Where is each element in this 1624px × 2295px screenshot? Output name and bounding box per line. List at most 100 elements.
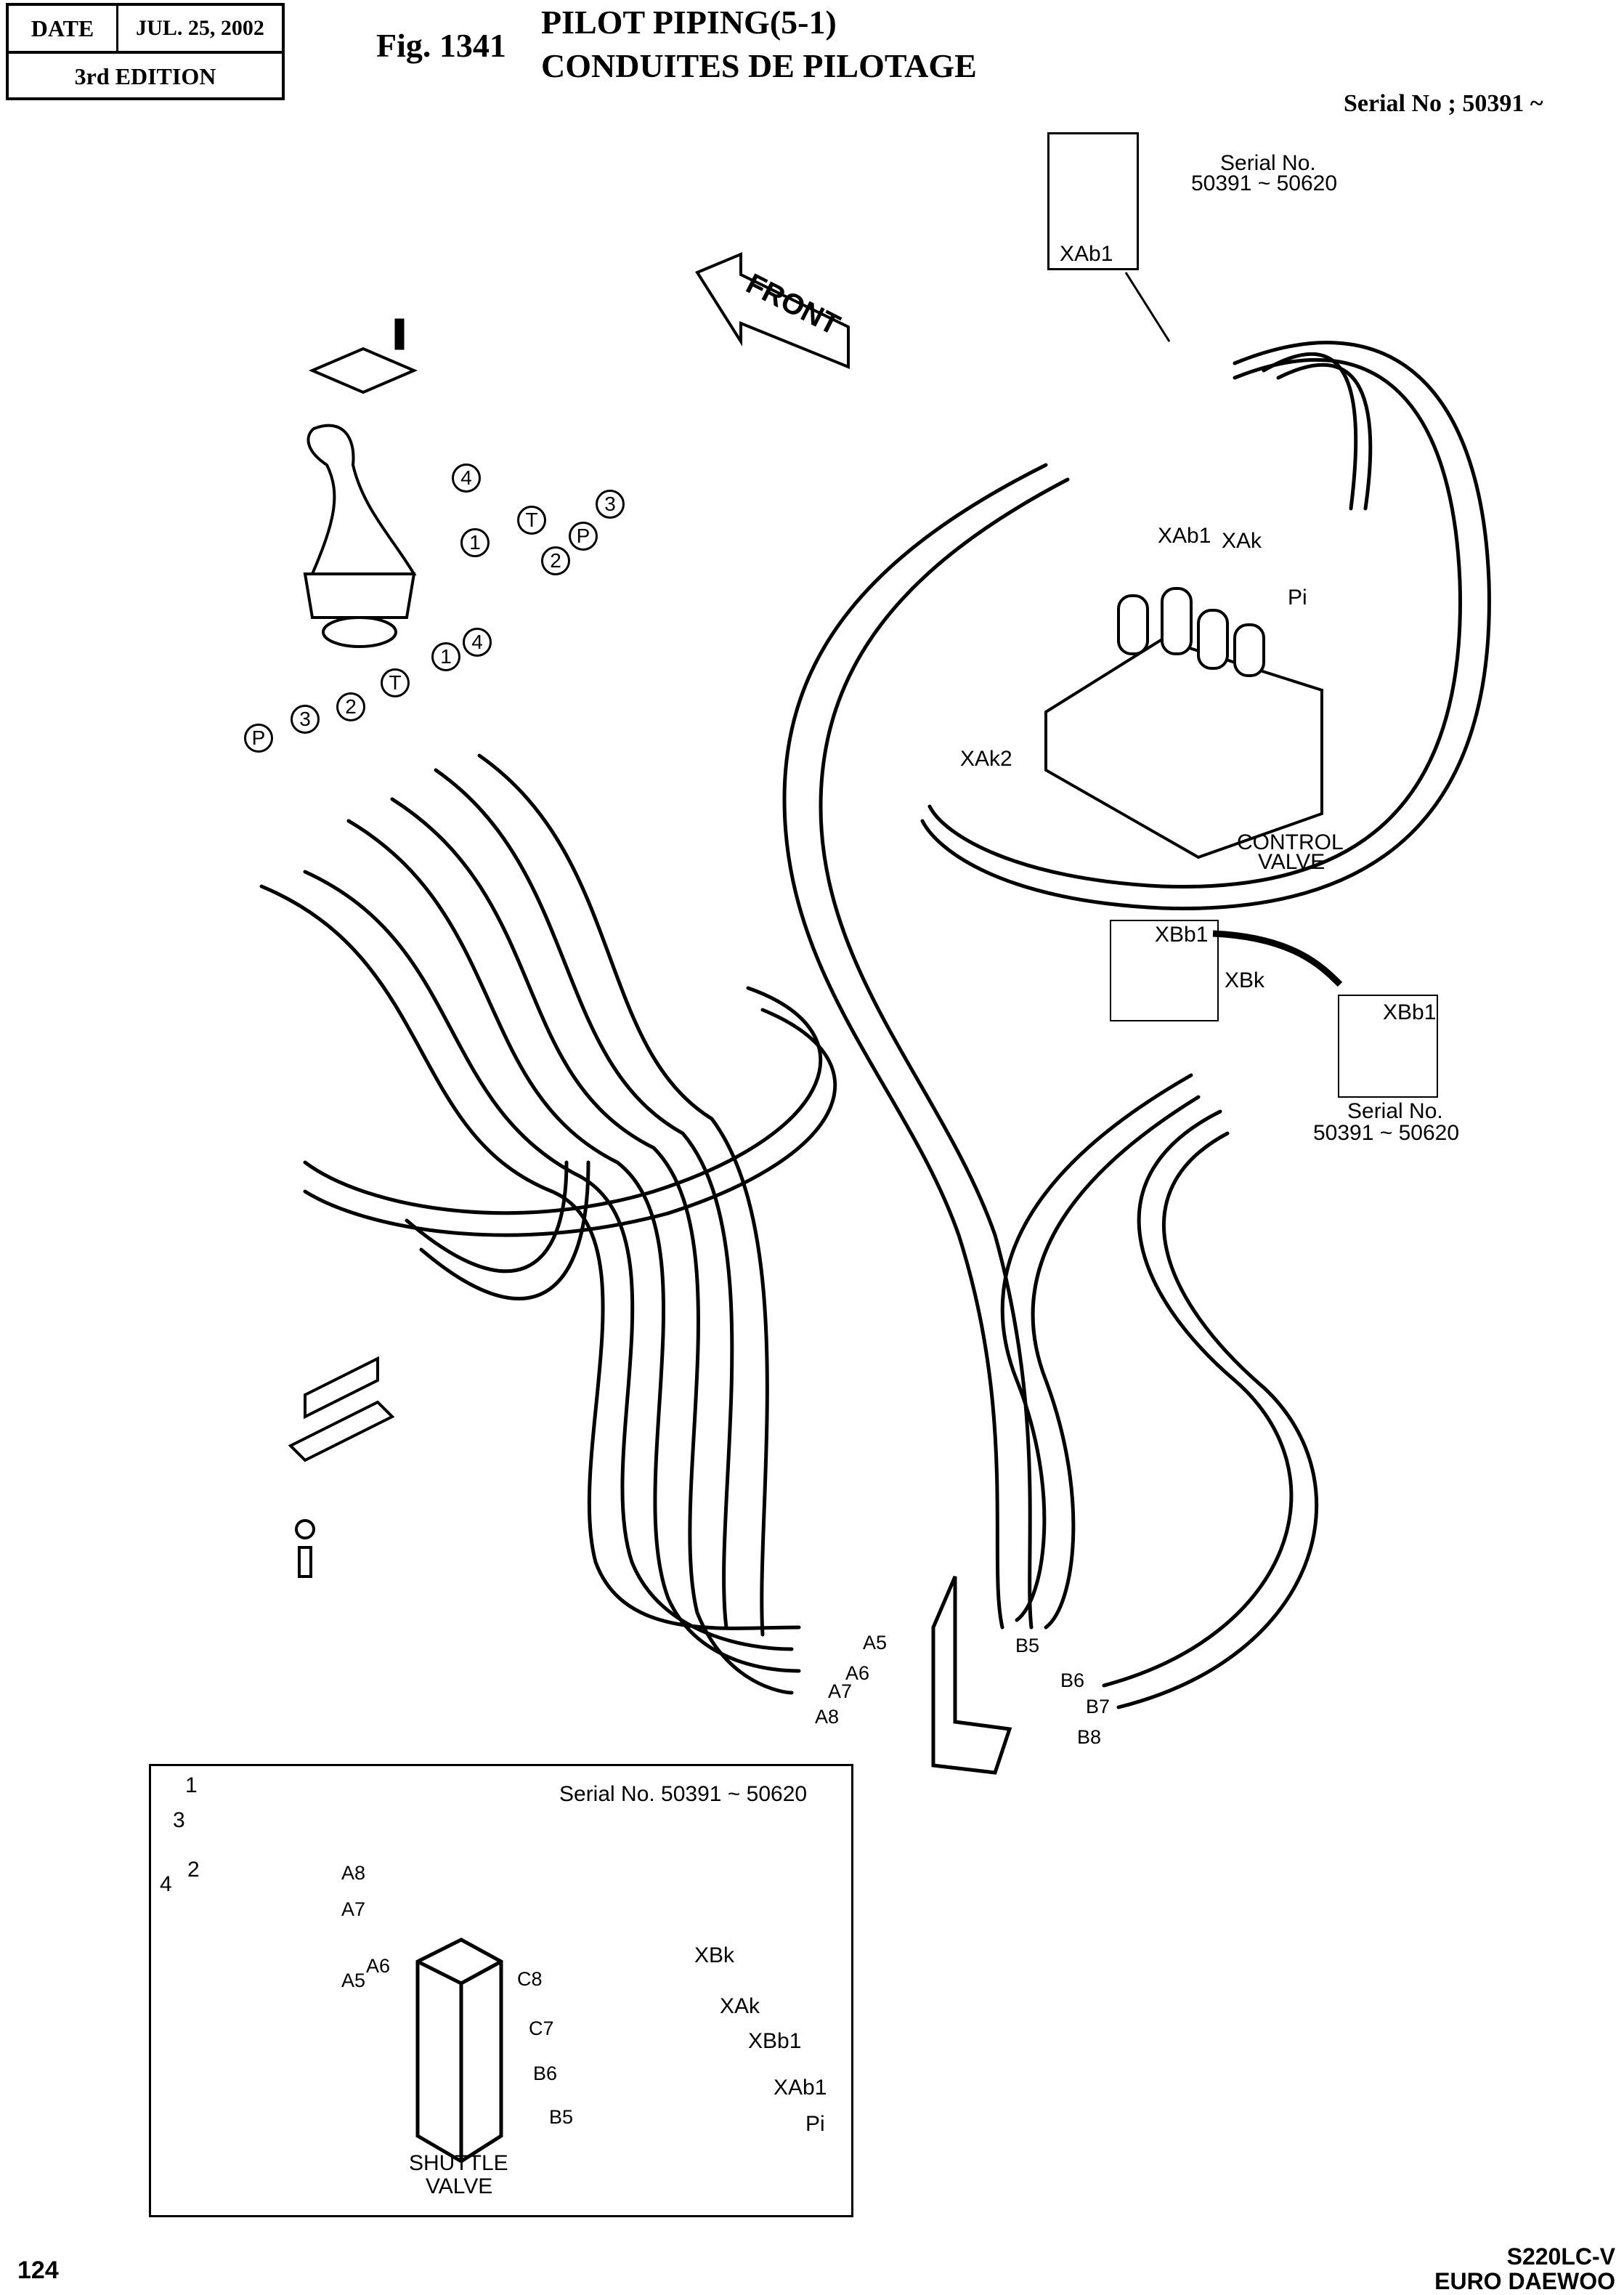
port-label-xbb1: XBb1 bbox=[1155, 923, 1209, 947]
inset-shuttle-valve: Serial No. 50391 ~ 50620 1 3 2 4 A8 A7 A… bbox=[149, 1764, 853, 2217]
inset-xab1-serial-line1: Serial No. bbox=[1220, 151, 1316, 175]
title-english: PILOT PIPING(5-1) bbox=[541, 4, 837, 41]
bracket-port-b5: B5 bbox=[1015, 1635, 1040, 1656]
shuttle-hose-xab1: XAb1 bbox=[774, 2076, 827, 2100]
hose-right-far-inner bbox=[1262, 352, 1358, 511]
bracket-port-a5: A5 bbox=[863, 1632, 888, 1654]
port-label-xak2: XAk2 bbox=[960, 747, 1012, 771]
page-number: 124 bbox=[17, 2256, 59, 2284]
hose-xbk-inner bbox=[1031, 1095, 1201, 1630]
fitting-label-1: 1 bbox=[431, 642, 460, 671]
port-label-pi: Pi bbox=[1288, 586, 1307, 610]
serial-range-main: Serial No ; 50391 ~ bbox=[1344, 90, 1543, 117]
bracket-port-b8: B8 bbox=[1077, 1726, 1102, 1748]
hose-right-far-outer bbox=[1276, 363, 1373, 511]
inset-xab1-port-label: XAb1 bbox=[1060, 242, 1113, 266]
port-label-T: T bbox=[517, 506, 546, 535]
inset-xbb1: XBb1 bbox=[1338, 995, 1438, 1098]
shuttle-inset-serial: Serial No. 50391 ~ 50620 bbox=[559, 1782, 808, 1806]
bracket-port-b7: B7 bbox=[1086, 1696, 1111, 1717]
hose-right-loop-inner bbox=[920, 341, 1491, 910]
port-label-1: 1 bbox=[460, 528, 490, 557]
fitting-label-3: 3 bbox=[291, 705, 320, 734]
shuttle-port-b6: B6 bbox=[533, 2063, 558, 2084]
hose-loop-outer bbox=[782, 463, 1048, 1630]
shuttle-hose-number-1: 1 bbox=[185, 1773, 198, 1797]
bracket-port-a8: A8 bbox=[815, 1706, 840, 1728]
shuttle-port-a7: A7 bbox=[341, 1898, 366, 1920]
hose-clamp-icon bbox=[288, 1356, 395, 1578]
figure-number: Fig. 1341 bbox=[376, 27, 506, 64]
date-row: DATE JUL. 25, 2002 bbox=[9, 6, 282, 54]
bolt-icon bbox=[394, 318, 405, 350]
shuttle-port-b5: B5 bbox=[549, 2106, 574, 2128]
hose-lower-left bbox=[405, 1160, 569, 1274]
hose-bundle-6 bbox=[477, 753, 769, 1637]
hose-xbk-outer bbox=[1000, 1073, 1193, 1622]
title-french: CONDUITES DE PILOTAGE bbox=[541, 47, 977, 84]
inset-xbb1-serial-line1: Serial No. bbox=[1347, 1099, 1443, 1123]
shuttle-hose-xak: XAk bbox=[720, 1994, 760, 2018]
inset-xbb1-port-label: XBb1 bbox=[1383, 1000, 1437, 1024]
hose-bundle-2 bbox=[303, 870, 794, 1651]
edition-label: 3rd EDITION bbox=[74, 62, 216, 89]
front-arrow-icon bbox=[695, 252, 850, 369]
port-label-xab1: XAb1 bbox=[1158, 524, 1211, 548]
inset-xbb1-serial-line2: 50391 ~ 50620 bbox=[1313, 1121, 1460, 1145]
shuttle-valve-icon bbox=[415, 1938, 503, 2164]
control-valve-label-line1: CONTROL bbox=[1237, 830, 1344, 854]
shuttle-valve-label-line1: SHUTTLE bbox=[409, 2151, 508, 2175]
shuttle-port-a5: A5 bbox=[341, 1970, 366, 1991]
port-label-xbk: XBk bbox=[1225, 968, 1265, 992]
hose-right-loop-outer bbox=[927, 357, 1462, 889]
hose-lower-left-2 bbox=[419, 1160, 590, 1300]
port-label-2: 2 bbox=[541, 546, 570, 575]
brand-name: EURO DAEWOO bbox=[1434, 2268, 1615, 2294]
fitting-label-T: T bbox=[381, 668, 410, 697]
inset-xab1: XAb1 bbox=[1047, 132, 1139, 270]
shuttle-port-c8: C8 bbox=[517, 1968, 543, 1990]
port-label-xak: XAk bbox=[1222, 529, 1262, 553]
port-label-P: P bbox=[569, 522, 598, 551]
hose-loop-inner bbox=[819, 477, 1070, 1630]
mounting-bracket-icon bbox=[931, 1576, 1012, 1775]
control-valve-label-line2: VALVE bbox=[1258, 850, 1325, 874]
inset-xab1-serial-line2: 50391 ~ 50620 bbox=[1191, 171, 1338, 195]
hose-bundle-3 bbox=[346, 819, 801, 1673]
model-name: S220LC-V bbox=[1506, 2243, 1615, 2270]
shuttle-hose-xbk: XBk bbox=[694, 1943, 735, 1967]
shuttle-hose-number-3: 3 bbox=[173, 1808, 185, 1832]
hose-b-outer bbox=[1102, 1109, 1294, 1688]
shuttle-port-a8: A8 bbox=[341, 1862, 366, 1884]
gasket-plate-icon bbox=[308, 347, 418, 394]
port-label-3: 3 bbox=[596, 490, 625, 519]
control-valve-icon bbox=[1044, 587, 1323, 859]
hose-cross-inner bbox=[303, 1008, 837, 1237]
shuttle-valve-label-line2: VALVE bbox=[426, 2174, 493, 2198]
fitting-label-4: 4 bbox=[463, 628, 492, 657]
fitting-label-2: 2 bbox=[336, 692, 365, 721]
bracket-port-a7: A7 bbox=[828, 1680, 853, 1702]
shuttle-hose-pi: Pi bbox=[805, 2112, 825, 2136]
shuttle-hose-xbb1: XBb1 bbox=[748, 2029, 802, 2053]
hose-bundle-4 bbox=[390, 797, 794, 1695]
shuttle-hose-number-2: 2 bbox=[187, 1858, 200, 1882]
inset-pointer-line bbox=[1124, 272, 1171, 342]
xbb1-box: XBb1 bbox=[1110, 920, 1219, 1021]
bracket-port-b6: B6 bbox=[1060, 1669, 1085, 1691]
shuttle-port-c7: C7 bbox=[529, 2017, 554, 2039]
shuttle-port-a6: A6 bbox=[366, 1955, 391, 1977]
date-value: JUL. 25, 2002 bbox=[136, 16, 264, 40]
hose-bundle-1 bbox=[259, 884, 801, 1630]
date-label: DATE bbox=[9, 6, 118, 51]
hose-b-inner bbox=[1116, 1131, 1319, 1709]
date-edition-box: DATE JUL. 25, 2002 3rd EDITION bbox=[6, 3, 285, 100]
joystick-lever-icon bbox=[303, 424, 417, 648]
inset-pointer-thick bbox=[1212, 930, 1343, 987]
fitting-label-P: P bbox=[244, 724, 273, 753]
hose-bundle-5 bbox=[434, 768, 734, 1630]
port-label-4: 4 bbox=[452, 464, 481, 493]
bracket-port-a6: A6 bbox=[845, 1662, 870, 1684]
shuttle-hose-number-4: 4 bbox=[160, 1872, 172, 1896]
